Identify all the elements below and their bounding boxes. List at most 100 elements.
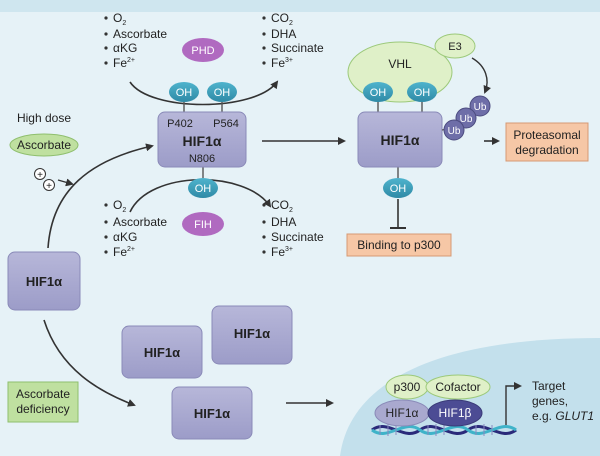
ascorbate-deficiency-box: Ascorbate deficiency xyxy=(7,381,79,423)
hif1a-box: HIF1α xyxy=(211,305,293,365)
svg-text:HIF1α: HIF1α xyxy=(26,274,62,289)
co2-label: CO xyxy=(271,11,289,25)
svg-text:HIF1α: HIF1α xyxy=(386,406,419,420)
svg-text:HIF1α: HIF1α xyxy=(194,406,230,421)
vhl-label: VHL xyxy=(388,57,412,71)
p402-label: P402 xyxy=(167,118,193,130)
arrow-to-hydroxylation xyxy=(47,143,154,249)
svg-text:CO2: CO2 xyxy=(271,11,293,27)
svg-text:HIF1α: HIF1α xyxy=(234,326,270,341)
svg-text:O2: O2 xyxy=(113,198,126,214)
svg-text:HIF1α: HIF1α xyxy=(381,132,420,148)
fe-label: Fe xyxy=(113,56,127,70)
svg-text:OH: OH xyxy=(214,87,231,99)
svg-text:Fe3+: Fe3+ xyxy=(271,56,293,70)
svg-text:Binding to p300: Binding to p300 xyxy=(357,238,441,252)
fih-label: FIH xyxy=(194,219,212,231)
svg-text:O2: O2 xyxy=(113,11,126,27)
dha-label: DHA xyxy=(271,27,296,41)
e3-label: E3 xyxy=(448,41,461,53)
high-dose-label: High dose xyxy=(17,111,71,125)
svg-text:Fe2+: Fe2+ xyxy=(113,245,135,259)
hif1a-central: P402 P564 HIF1α N806 xyxy=(157,100,247,178)
cofactor: Cofactor xyxy=(425,374,491,400)
svg-text:αKG: αKG xyxy=(113,230,137,244)
svg-text:p300: p300 xyxy=(394,380,421,394)
svg-text:Cofactor: Cofactor xyxy=(435,380,480,394)
svg-text:OH: OH xyxy=(195,183,212,195)
hif1a-box: HIF1α xyxy=(7,251,81,311)
svg-text:OH: OH xyxy=(414,87,431,99)
hif1b-subunit: HIF1β xyxy=(427,399,483,427)
products-bottom-right: CO2 DHA Succinate Fe3+ xyxy=(262,198,324,259)
svg-text:+: + xyxy=(37,170,43,181)
ascorbate-pill: Ascorbate xyxy=(9,133,79,157)
svg-text:Succinate: Succinate xyxy=(271,230,324,244)
fe3-label: Fe xyxy=(271,56,285,70)
hif1a-subunit: HIF1α xyxy=(374,399,430,427)
svg-text:DHA: DHA xyxy=(271,215,296,229)
svg-text:Fe3+: Fe3+ xyxy=(271,245,293,259)
ascorbate-label: Ascorbate xyxy=(113,27,167,41)
svg-text:e.g. GLUT1: e.g. GLUT1 xyxy=(532,409,594,423)
oh-group: OH xyxy=(383,178,413,198)
oh-group: OH xyxy=(407,82,437,102)
p300: p300 xyxy=(385,374,429,400)
svg-text:Ub: Ub xyxy=(460,114,473,125)
o2-label: O xyxy=(113,11,122,25)
svg-text:genes,: genes, xyxy=(532,394,568,408)
phd-label: PHD xyxy=(191,45,214,57)
dna-helix xyxy=(371,424,517,436)
succinate-label: Succinate xyxy=(271,41,324,55)
arrow-to-nucleus xyxy=(43,319,136,407)
transcription-arrow xyxy=(505,382,522,425)
svg-text:OH: OH xyxy=(176,87,193,99)
hif1a-vhl-box: HIF1α xyxy=(357,100,443,178)
svg-text:Ascorbate: Ascorbate xyxy=(16,387,70,401)
binding-p300-box: Binding to p300 xyxy=(346,233,452,257)
plus-sign: + xyxy=(34,168,46,181)
hif1a-label: HIF1α xyxy=(183,133,222,149)
svg-text:OH: OH xyxy=(370,87,387,99)
svg-text:Ub: Ub xyxy=(474,102,487,113)
reagents-bottom-left: O2 Ascorbate αKG Fe2+ xyxy=(104,198,167,259)
proteasomal-degradation-box: Proteasomal degradation xyxy=(505,122,589,162)
n806-label: N806 xyxy=(189,153,215,165)
oh-group: OH xyxy=(207,82,237,102)
target-genes-label: Target genes, e.g. GLUT1 xyxy=(532,379,594,423)
oh-group: OH xyxy=(169,82,199,102)
svg-text:Proteasomal: Proteasomal xyxy=(513,128,580,142)
svg-text:Ascorbate: Ascorbate xyxy=(17,138,71,152)
plus-sign: + xyxy=(43,179,55,192)
svg-text:HIF1β: HIF1β xyxy=(439,406,472,420)
ubiquitin: Ub xyxy=(469,95,491,117)
svg-text:CO2: CO2 xyxy=(271,198,293,214)
svg-text:Ascorbate: Ascorbate xyxy=(113,215,167,229)
svg-text:Ub: Ub xyxy=(448,126,461,137)
hif1a-box: HIF1α xyxy=(121,325,203,379)
phd-enzyme: PHD xyxy=(182,38,224,62)
ubiquitin: Ub xyxy=(443,119,465,141)
svg-text:OH: OH xyxy=(390,183,407,195)
oh-group: OH xyxy=(363,82,393,102)
hif1a-box: HIF1α xyxy=(171,386,253,440)
products-top-right: CO2 DHA Succinate Fe3+ xyxy=(262,11,324,70)
svg-text:+: + xyxy=(46,181,52,192)
svg-text:Target: Target xyxy=(532,379,566,393)
akg-label: αKG xyxy=(113,41,137,55)
svg-text:HIF1α: HIF1α xyxy=(144,345,180,360)
p564-label: P564 xyxy=(213,118,239,130)
e3-arrow xyxy=(471,57,491,94)
reagents-top-left: O2 Ascorbate αKG Fe2+ xyxy=(104,11,167,70)
svg-text:Fe2+: Fe2+ xyxy=(113,56,135,70)
oh-group: OH xyxy=(188,178,218,198)
fih-enzyme: FIH xyxy=(182,212,224,236)
e3-ligase: E3 xyxy=(434,33,476,59)
plus-arrow xyxy=(57,178,74,187)
membrane-strip xyxy=(0,0,600,12)
phd-reaction-arc xyxy=(129,80,279,106)
svg-text:deficiency: deficiency xyxy=(16,402,69,416)
svg-text:degradation: degradation xyxy=(515,143,578,157)
